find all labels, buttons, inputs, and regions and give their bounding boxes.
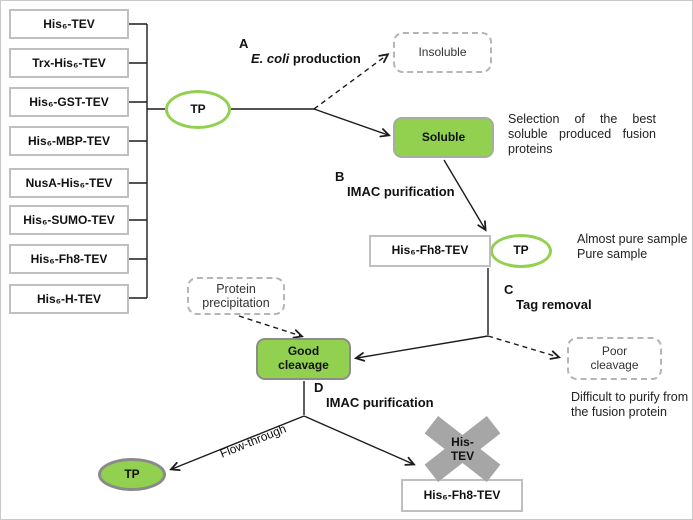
step-a-letter: A — [239, 36, 249, 51]
fusion-construct-box: His₆-MBP-TEV — [9, 126, 129, 156]
poor-cleavage-note: Difficult to purify from the fusion prot… — [571, 390, 689, 419]
fusion-construct-box: His₆-GST-TEV — [9, 87, 129, 117]
arrow-precipitation-to-good-cleavage — [238, 315, 304, 339]
imac-sample-box: His₆-Fh8-TEV — [369, 235, 491, 267]
soluble-selection-note: Selection of the best soluble produced f… — [508, 112, 656, 156]
soluble-node: Soluble — [393, 117, 494, 158]
fusion-construct-box: His₆-SUMO-TEV — [9, 205, 129, 235]
tp-ellipse-top: TP — [165, 90, 231, 129]
arrow-to-poor-cleavage — [487, 335, 561, 360]
his-tev-label: His- TEV — [450, 435, 475, 463]
poor-cleavage-node: Poor cleavage — [567, 337, 662, 380]
tp-ellipse-bottom: TP — [98, 458, 166, 491]
fusion-construct-box: His₆-TEV — [9, 9, 129, 39]
step-c-label: C Tag removal — [504, 282, 592, 313]
good-cleavage-node: Good cleavage — [256, 338, 351, 380]
fusion-construct-box: His₆-Fh8-TEV — [9, 244, 129, 274]
arrow-to-good-cleavage — [353, 335, 489, 362]
crossed-out-his-tev: His- TEV — [424, 416, 501, 482]
flow-through-label: Flow-through — [217, 421, 289, 461]
step-c-letter: C — [504, 282, 514, 297]
insoluble-node: Insoluble — [393, 32, 492, 73]
fusion-construct-box: His₆-H-TEV — [9, 284, 129, 314]
fusion-construct-box: NusA-His₆-TEV — [9, 168, 129, 198]
step-b-text: IMAC purification — [347, 184, 455, 200]
protein-precipitation-node: Protein precipitation — [187, 277, 285, 315]
step-d-label: D IMAC purification — [314, 380, 434, 411]
step-b-letter: B — [335, 169, 345, 184]
fusion-box-stubs — [129, 23, 147, 299]
final-sample-box: His₆-Fh8-TEV — [401, 479, 523, 512]
fusion-construct-box: Trx-His₆-TEV — [9, 48, 129, 78]
step-a-label: A E. coli production — [239, 36, 361, 67]
tp-ellipse-middle: TP — [490, 234, 552, 268]
step-d-text: IMAC purification — [326, 395, 434, 411]
pure-sample-note: Almost pure sample Pure sample — [577, 232, 688, 261]
step-d-letter: D — [314, 380, 324, 395]
step-a-text: E. coli production — [251, 52, 361, 66]
step-b-label: B IMAC purification — [335, 169, 455, 200]
arrow-to-soluble — [313, 108, 391, 138]
step-c-text: Tag removal — [516, 297, 592, 313]
arrow-to-final-sample — [303, 415, 416, 466]
production-text: production — [289, 51, 361, 67]
e-coli-italic: E. coli — [251, 51, 290, 67]
